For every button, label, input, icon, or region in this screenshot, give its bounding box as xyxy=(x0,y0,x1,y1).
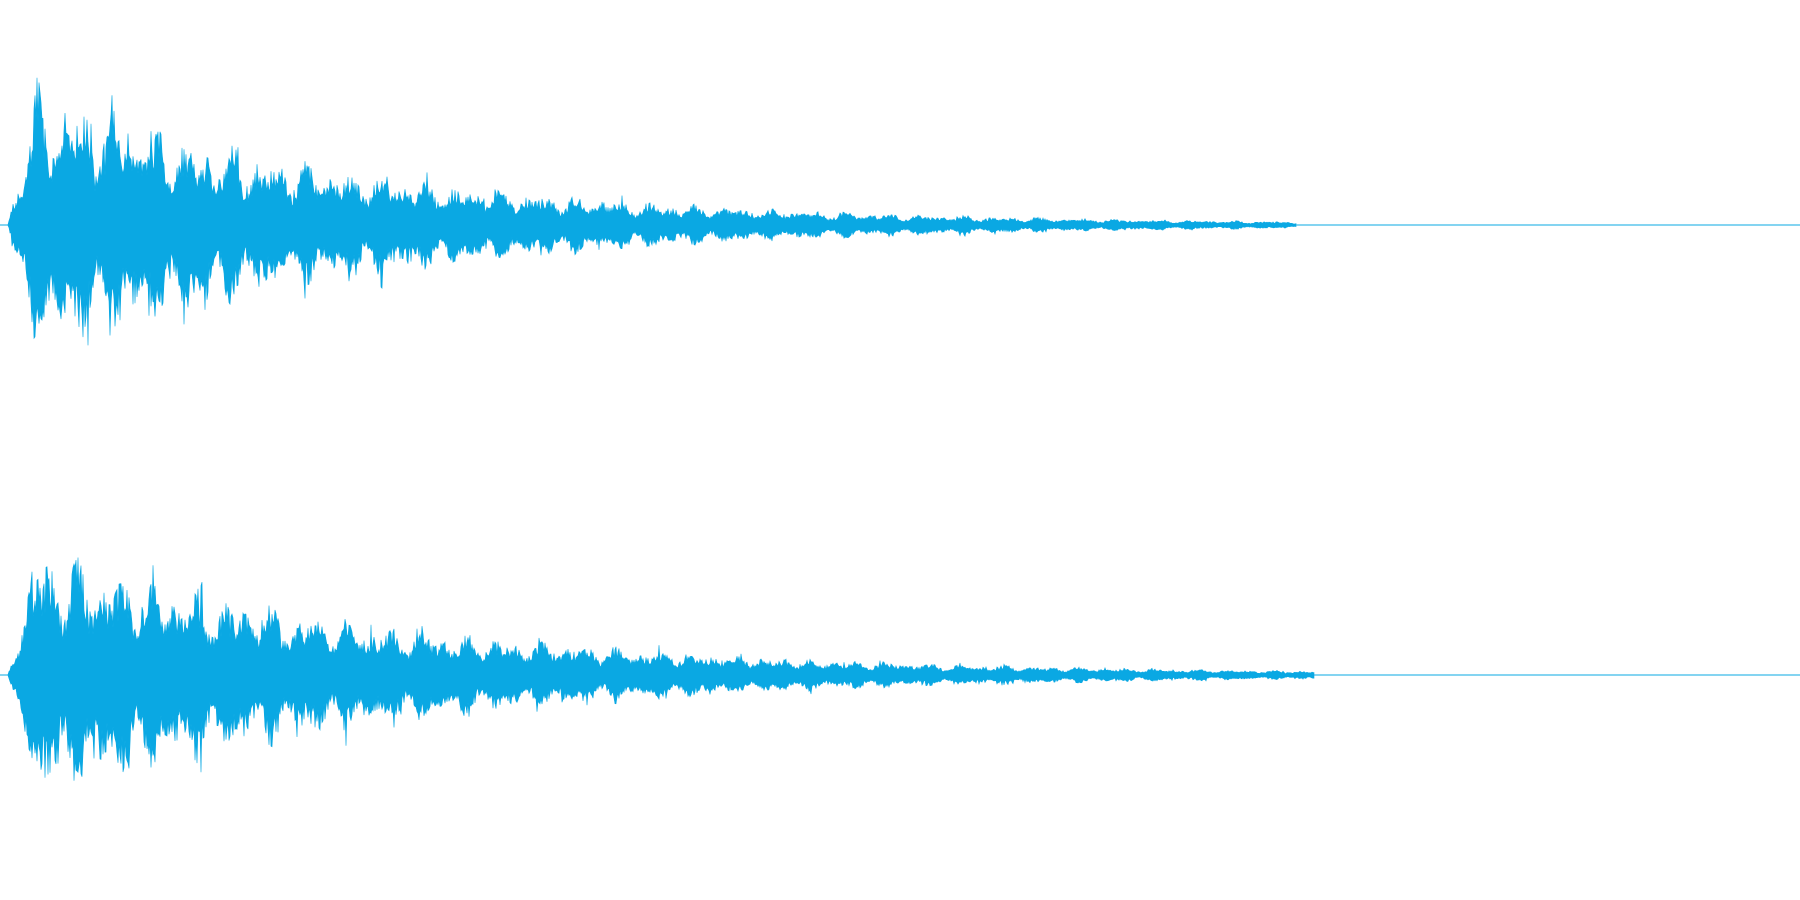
channel-left[interactable] xyxy=(0,0,1800,450)
waveform-path-right xyxy=(7,557,1315,781)
waveform-left xyxy=(0,77,1800,346)
waveform-path-left xyxy=(7,77,1297,346)
channel-right[interactable] xyxy=(0,450,1800,900)
waveform-right xyxy=(0,557,1800,781)
